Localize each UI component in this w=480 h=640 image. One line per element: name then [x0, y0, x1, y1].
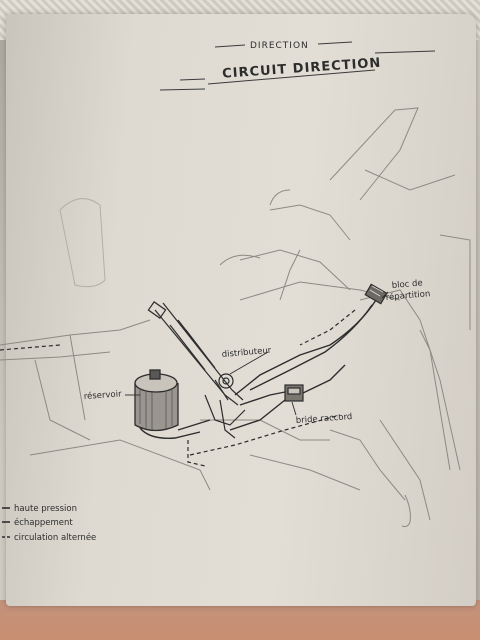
bloc-repartition-component — [364, 283, 388, 305]
page-title: CIRCUIT DIRECTION — [222, 56, 382, 82]
legend-label-echappement: échappement — [14, 517, 73, 528]
manual-sheet — [6, 14, 476, 606]
hydraulic-lines — [139, 299, 377, 439]
alternate-circulation-lines — [0, 309, 356, 467]
section-heading: DIRECTION — [250, 41, 309, 51]
label-bloc-line1: bloc de — [391, 278, 423, 291]
label-bloc-line2: répartition — [385, 288, 430, 303]
table-surface — [0, 600, 480, 640]
label-bride-raccord: bride raccord — [296, 412, 353, 426]
label-reservoir: réservoir — [83, 388, 122, 402]
legend-label-circulation-alternee: circulation alternée — [14, 532, 96, 543]
reservoir-tank — [134, 369, 179, 432]
legend-label-haute-pression: haute pression — [14, 504, 77, 514]
leader-lines — [125, 291, 389, 416]
legend: haute pression échappement circulation a… — [2, 504, 96, 543]
steering-rack — [147, 301, 246, 439]
label-distributeur: distributeur — [221, 346, 272, 360]
bride-raccord-component — [284, 384, 304, 402]
car-body-outline — [0, 107, 471, 527]
